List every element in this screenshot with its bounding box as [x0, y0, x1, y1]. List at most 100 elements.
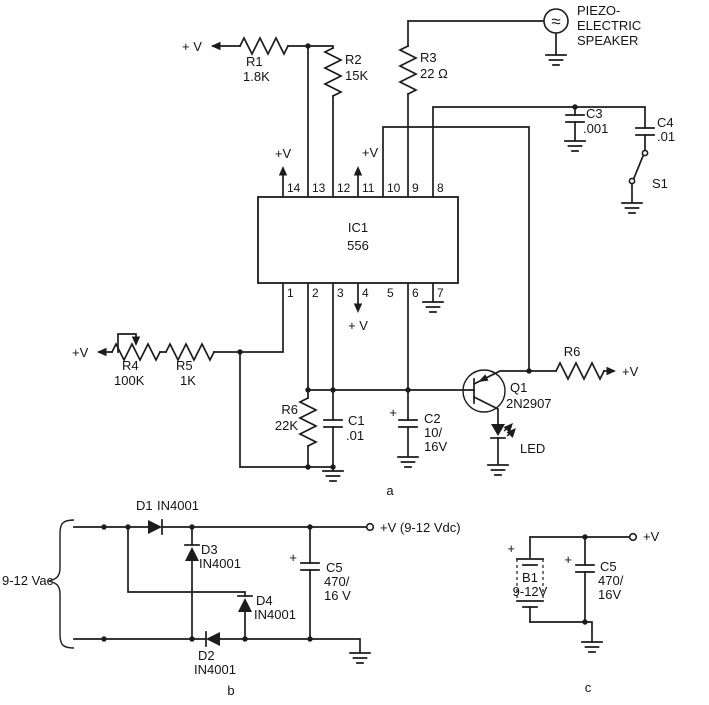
- c5c-value1: 470/: [598, 573, 624, 588]
- pin-6: 6: [412, 286, 419, 300]
- vplus-top-left: + V: [182, 39, 202, 54]
- diode-d3: D3 IN4001: [184, 542, 241, 571]
- junction-dot: [189, 636, 195, 642]
- d1-part: IN4001: [157, 498, 199, 513]
- r2-value: 15K: [345, 68, 368, 83]
- pin-8: 8: [437, 181, 444, 195]
- c1-value: .01: [346, 428, 364, 443]
- q1-emitter-arrowhead: [478, 374, 489, 382]
- resistor-r2: R2 15K: [323, 46, 368, 98]
- supply-labels-a: + V +V +V + V +V +V: [72, 39, 639, 379]
- ic1-ref: IC1: [348, 220, 368, 235]
- d3-ref: D3: [201, 542, 218, 557]
- diode-d4: D4 IN4001: [237, 593, 296, 622]
- d4-part: IN4001: [254, 607, 296, 622]
- dc-output-label: +V (9-12 Vdc): [380, 520, 461, 535]
- d3-icon: [185, 547, 199, 561]
- c3-value: .001: [583, 121, 608, 136]
- battery-b1: + B1 9-12V: [507, 541, 548, 608]
- r4-value: 100K: [114, 373, 145, 388]
- vplus-left-arrowhead: [97, 347, 107, 357]
- c3-ref: C3: [586, 106, 603, 121]
- r5-ref: R5: [176, 358, 193, 373]
- diode-d1: D1 IN4001: [136, 498, 199, 535]
- ic1-body: [257, 196, 459, 284]
- r1-ref: R1: [246, 54, 263, 69]
- pin-10: 10: [387, 181, 401, 195]
- speaker-label-2: ELECTRIC: [577, 18, 641, 33]
- d1-ref: D1: [136, 498, 153, 513]
- c2-ref: C2: [424, 411, 441, 426]
- resistor-r6-22k: R6 22K: [275, 396, 318, 448]
- vplus-pin14-arrowhead: [278, 166, 288, 176]
- vplus-pin4-arrowhead: [353, 303, 363, 313]
- d3-part: IN4001: [199, 556, 241, 571]
- dc-output-terminal: [365, 522, 375, 532]
- r6a-value: 22K: [275, 418, 298, 433]
- ground-icon-supply: [349, 652, 371, 664]
- c5c-value2: 16V: [598, 587, 621, 602]
- vplus-left: +V: [72, 345, 89, 360]
- diode-d2: D2 IN4001: [194, 631, 236, 677]
- ground-icon-pin7: [422, 301, 444, 313]
- capacitor-c1: C1 .01: [323, 413, 365, 443]
- ic1-chip: IC1 556 14 13 12 11 10 9 8 1 2 3 4 5 6 7: [257, 181, 459, 300]
- ground-icon-led: [487, 464, 509, 476]
- input-brace: [46, 519, 75, 649]
- junction-dot: [101, 636, 107, 642]
- s1-contact-top: [641, 149, 649, 157]
- junction-dot: [582, 619, 588, 625]
- capacitor-c5-c: + C5 470/ 16V: [564, 552, 623, 602]
- battery-output-terminal: [628, 532, 638, 542]
- caption-a: a: [386, 483, 394, 498]
- ic1-pin-numbers-bottom: 1 2 3 4 5 6 7: [287, 286, 444, 300]
- r6b-ref: R6: [564, 344, 581, 359]
- pin-7: 7: [437, 286, 444, 300]
- r6a-ref: R6: [281, 402, 298, 417]
- capacitor-c2: + C2 10/ 16V: [389, 405, 447, 454]
- ground-icon-speaker: [545, 54, 567, 66]
- pin-11: 11: [362, 181, 375, 195]
- junction-dot: [405, 387, 411, 393]
- junction-dot: [237, 349, 243, 355]
- b1-value: 9-12V: [513, 584, 548, 599]
- s1-contact-bottom: [628, 177, 636, 185]
- pin-4: 4: [362, 286, 369, 300]
- c5b-value2: 16 V: [324, 588, 351, 603]
- d2-part: IN4001: [194, 662, 236, 677]
- resistor-r6-right: R6: [554, 344, 606, 381]
- speaker-label-3: SPEAKER: [577, 33, 638, 48]
- wires-section-c: [529, 536, 630, 642]
- d2-ref: D2: [198, 648, 215, 663]
- c4-ref: C4: [657, 115, 674, 130]
- section-c: + B1 9-12V + C5 470/ 16V +V c: [507, 529, 659, 695]
- vplus-top-left-arrowhead: [211, 41, 221, 51]
- junction-dot: [330, 464, 336, 470]
- switch-s1: S1: [628, 149, 668, 191]
- c5b-value1: 470/: [324, 574, 350, 589]
- piezo-speaker: ≈ PIEZO- ELECTRIC SPEAKER: [543, 3, 641, 48]
- ic1-pin-numbers-top: 14 13 12 11 10 9 8: [287, 181, 444, 195]
- resistor-r3: R3 22 Ω: [398, 44, 448, 96]
- r3-ref: R3: [420, 50, 437, 65]
- q1-ref: Q1: [510, 380, 527, 395]
- b1-ref: B1: [522, 570, 538, 585]
- led-label: LED: [520, 441, 545, 456]
- ground-icon-c3: [564, 140, 586, 152]
- q1-body: [462, 369, 506, 413]
- junction-dot: [305, 387, 311, 393]
- junction-dot: [526, 368, 532, 374]
- potentiometer-r4: R4 100K: [110, 336, 162, 388]
- capacitor-c5-b: + C5 470/ 16 V: [289, 550, 351, 603]
- speaker-label-1: PIEZO-: [577, 3, 620, 18]
- r2-ref: R2: [345, 52, 362, 67]
- junction-dot: [305, 43, 311, 49]
- d2-icon: [206, 632, 220, 646]
- section-a: IC1 556 14 13 12 11 10 9 8 1 2 3 4 5 6 7: [72, 3, 675, 498]
- c5b-plus: +: [289, 550, 297, 565]
- pin-2: 2: [312, 286, 319, 300]
- capacitor-c3: C3 .001: [565, 106, 608, 136]
- r4-ref: R4: [122, 358, 139, 373]
- caption-c: c: [585, 680, 592, 695]
